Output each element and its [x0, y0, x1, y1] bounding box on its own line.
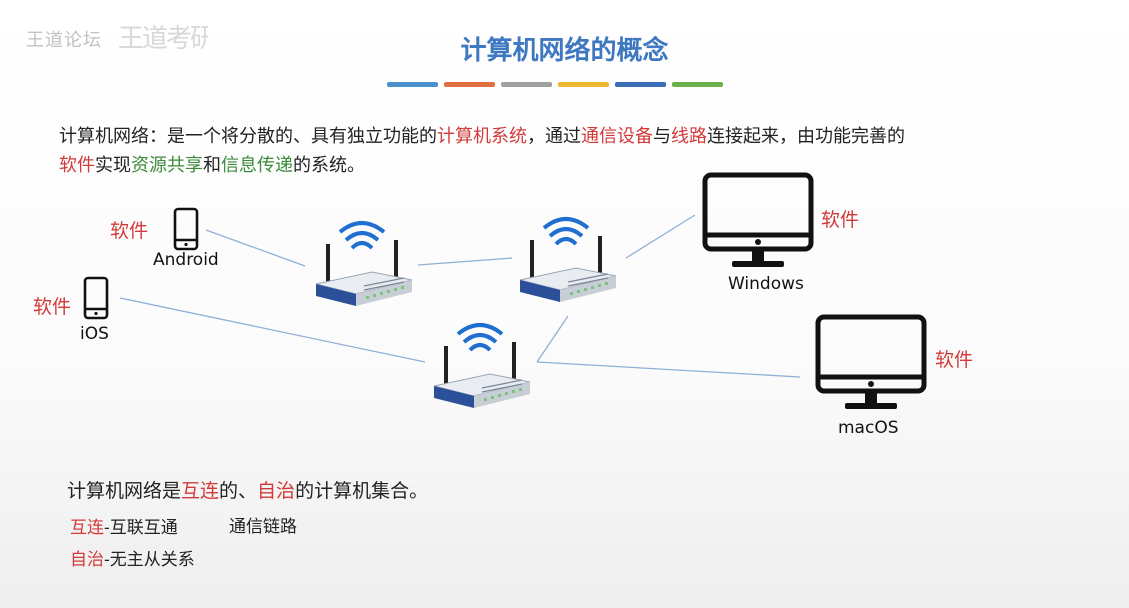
interconnect-extra-note: 通信链路: [229, 517, 297, 537]
title-color-bar: [558, 82, 609, 87]
link-router2-windows: [625, 214, 696, 259]
device-label-windows: Windows: [728, 274, 804, 294]
title-color-bars: [387, 82, 723, 87]
definition-text: 的系统。: [293, 155, 365, 176]
link-router1-router2: [417, 257, 513, 266]
highlight-autonomy: 自治: [257, 480, 296, 502]
brand-calligraphy-mark: 王道考研: [118, 24, 208, 52]
autonomy-explanation: 自治-无主从关系: [70, 545, 195, 570]
definition-paragraph: 计算机网络：是一个将分散的、具有独立功能的计算机系统，通过通信设备与线路连接起来…: [59, 122, 1099, 180]
forum-logo-text: 王道论坛: [26, 30, 102, 51]
autonomy-term: 自治: [70, 550, 104, 570]
definition-text: 与: [653, 126, 671, 147]
desktop-monitor-icon: [702, 172, 814, 272]
interconnect-desc: -互联互通: [104, 518, 178, 538]
link-android-router1: [205, 229, 306, 267]
software-label-windows: 软件: [821, 209, 860, 231]
software-label-ios: 软件: [33, 296, 72, 318]
slide-title: 计算机网络的概念: [460, 36, 669, 66]
interconnect-term: 互连: [70, 518, 104, 538]
wireless-router-icon: [314, 221, 414, 308]
smartphone-icon: [83, 276, 109, 320]
link-router2-router3: [536, 315, 569, 363]
wireless-router-icon: [518, 217, 618, 304]
summary-sentence: 计算机网络是互连的、自治的计算机集合。: [67, 476, 428, 503]
link-ios-router3: [119, 297, 426, 363]
summary-text: 的、: [219, 480, 258, 502]
highlight-comm-devices: 通信设备: [581, 126, 653, 147]
definition-text: 实现: [95, 155, 131, 176]
definition-text: ，通过: [527, 126, 581, 147]
definition-text: 和: [203, 155, 221, 176]
title-color-bar: [615, 82, 666, 87]
autonomy-desc: -无主从关系: [104, 550, 195, 570]
highlight-info-transfer: 信息传递: [221, 155, 293, 176]
summary-text: 计算机网络是: [67, 480, 182, 502]
wireless-router-icon: [432, 323, 532, 410]
interconnect-explanation: 互连-互联互通: [70, 513, 178, 538]
software-label-macos: 软件: [935, 349, 974, 371]
summary-text: 的计算机集合。: [295, 480, 429, 502]
link-router3-macos: [536, 361, 801, 378]
title-color-bar: [444, 82, 495, 87]
software-label-android: 软件: [110, 220, 149, 242]
highlight-computer-system: 计算机系统: [437, 126, 527, 147]
highlight-lines: 线路: [671, 126, 707, 147]
title-color-bar: [387, 82, 438, 87]
title-color-bar: [672, 82, 723, 87]
highlight-software: 软件: [59, 155, 95, 176]
highlight-resource-sharing: 资源共享: [131, 155, 203, 176]
highlight-interconnect: 互连: [181, 480, 220, 502]
smartphone-icon: [173, 207, 199, 251]
title-color-bar: [501, 82, 552, 87]
definition-text: 连接起来，由功能完善的: [707, 126, 905, 147]
device-label-ios: iOS: [80, 324, 109, 344]
desktop-monitor-icon: [815, 314, 927, 414]
device-label-android: Android: [153, 250, 219, 270]
device-label-macos: macOS: [838, 418, 899, 438]
definition-text: 计算机网络：是一个将分散的、具有独立功能的: [59, 126, 437, 147]
